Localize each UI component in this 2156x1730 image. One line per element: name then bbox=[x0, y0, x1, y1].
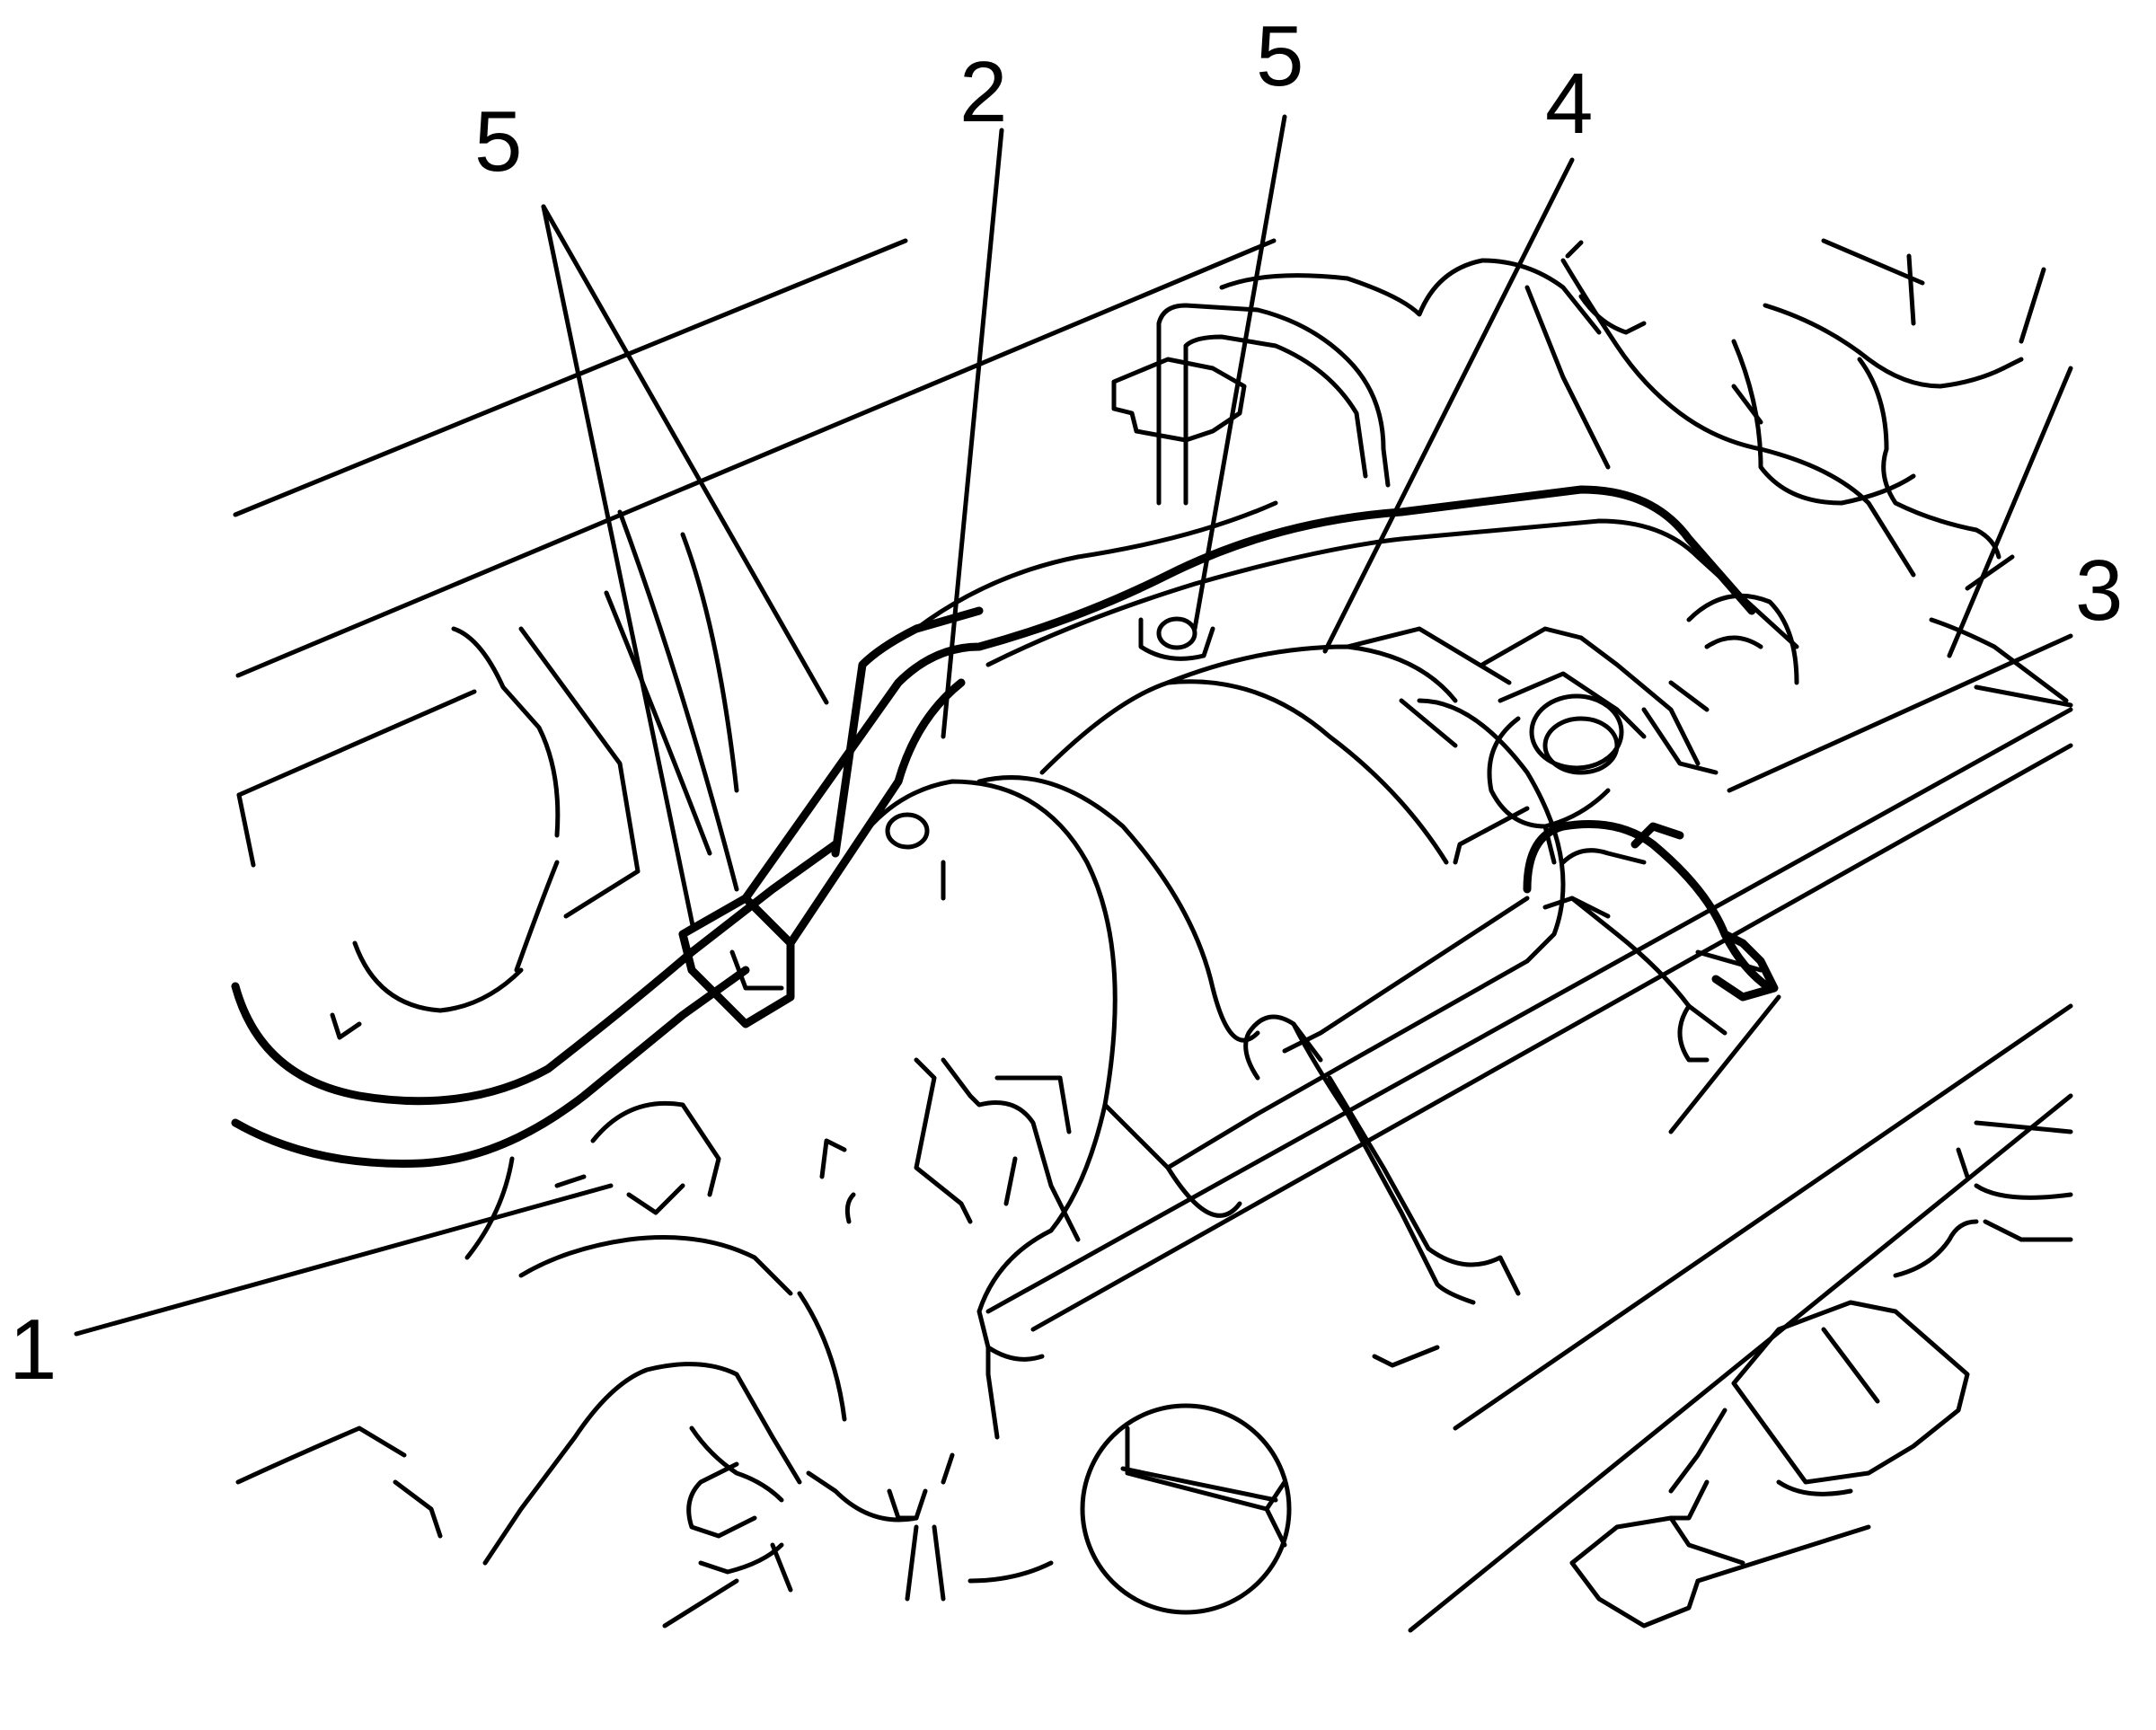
round-cap bbox=[1080, 1403, 1292, 1615]
upper-right-structure bbox=[1731, 238, 2073, 708]
callout-5b: 5 bbox=[1256, 8, 1303, 104]
lower-right-modules bbox=[1569, 1219, 1979, 1628]
callout-5a: 5 bbox=[474, 93, 522, 190]
elbow-hose-clamp bbox=[1243, 820, 1781, 1368]
callout-labels: 1 2 3 4 5 5 bbox=[9, 8, 2123, 1398]
lower-left-components bbox=[235, 1100, 1054, 1628]
leader-line-4 bbox=[1322, 157, 1575, 654]
right-pipe-assembly bbox=[1480, 593, 1799, 865]
lower-right-rails bbox=[985, 707, 2073, 1633]
leader-line-5b bbox=[1192, 114, 1287, 631]
callout-3: 3 bbox=[2075, 543, 2123, 639]
callout-2: 2 bbox=[959, 44, 1007, 140]
upper-pipe bbox=[1111, 240, 1916, 578]
leader-line-5a-2 bbox=[541, 204, 829, 705]
leader-line-1 bbox=[74, 1183, 614, 1337]
cylinder-body bbox=[860, 626, 1647, 1362]
leader-line-5a-1 bbox=[541, 204, 696, 932]
leader-lines bbox=[74, 114, 2073, 1337]
background-panel-lines bbox=[233, 238, 1277, 1040]
bracket-details bbox=[819, 616, 1215, 1242]
leader-line-3 bbox=[1727, 633, 2073, 793]
callout-4: 4 bbox=[1545, 56, 1593, 152]
leader-line-2 bbox=[941, 128, 1004, 739]
callout-1: 1 bbox=[9, 1302, 57, 1398]
wiring-harness bbox=[231, 485, 1799, 1168]
